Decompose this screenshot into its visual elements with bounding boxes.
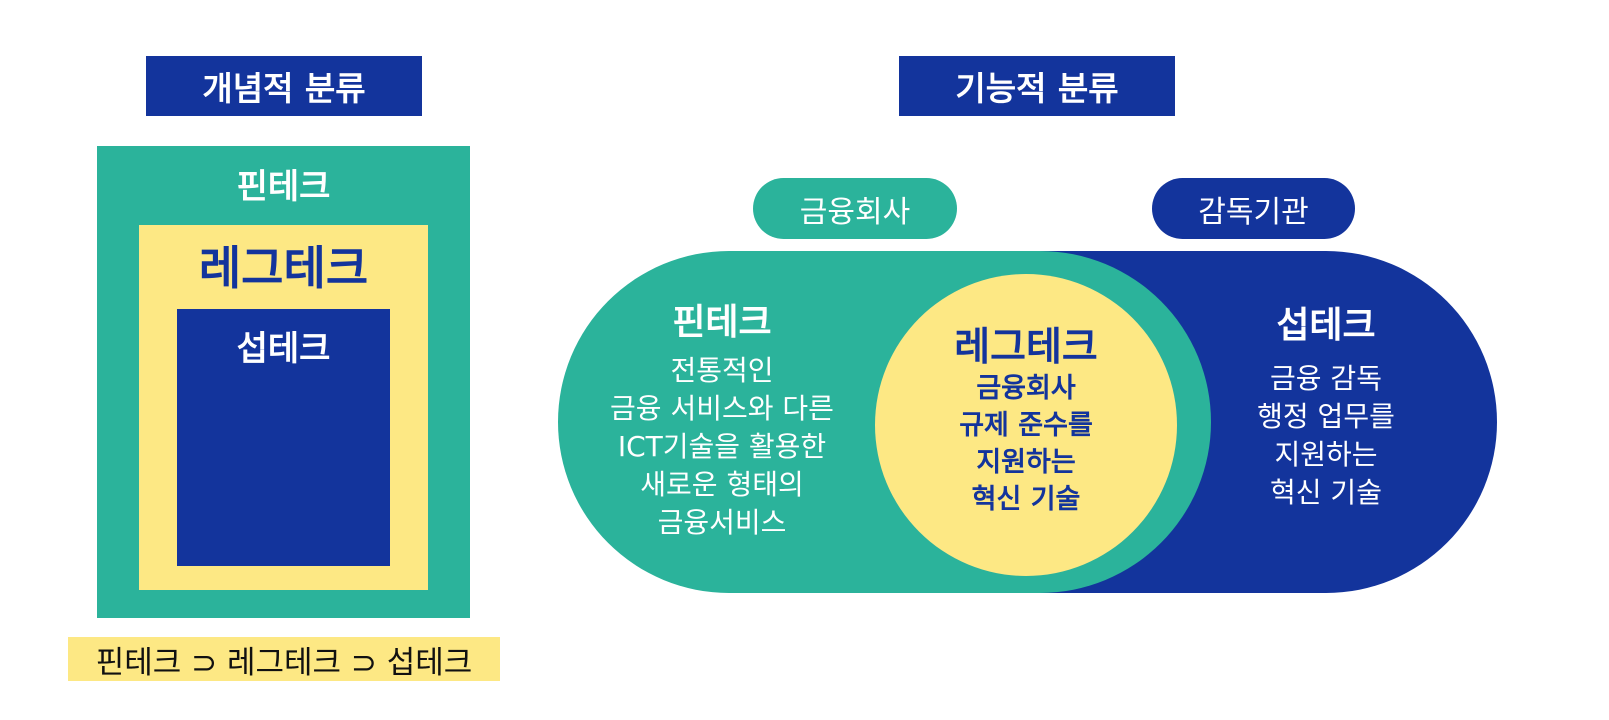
suptech-box (177, 309, 390, 566)
fintech-title: 핀테크 (672, 302, 772, 343)
regtech-circle (875, 274, 1177, 576)
regtech-description: 금융회사 규제 준수를 지원하는 혁신 기술 (959, 373, 1093, 515)
relation-label: 핀테크 ⊃ 레그테크 ⊃ 섭테크 (68, 637, 500, 681)
suptech-box-label: 섭테크 (236, 328, 331, 369)
functional-header: 기능적 분류 (899, 56, 1175, 116)
supervisory-agency-tag: 감독기관 (1152, 178, 1355, 239)
regtech-box-label: 레그테크 (198, 241, 369, 295)
fintech-description: 전통적인 금융 서비스와 다른 ICT기술을 활용한 새로운 형태의 금융서비스 (610, 354, 834, 539)
conceptual-header: 개념적 분류 (146, 56, 422, 116)
suptech-title: 섭테크 (1276, 305, 1376, 346)
fintech-box-label: 핀테크 (236, 166, 331, 207)
regtech-title: 레그테크 (954, 325, 1098, 370)
financial-company-tag: 금융회사 (753, 178, 957, 239)
suptech-description: 금융 감독 행정 업무를 지원하는 혁신 기술 (1257, 362, 1395, 509)
